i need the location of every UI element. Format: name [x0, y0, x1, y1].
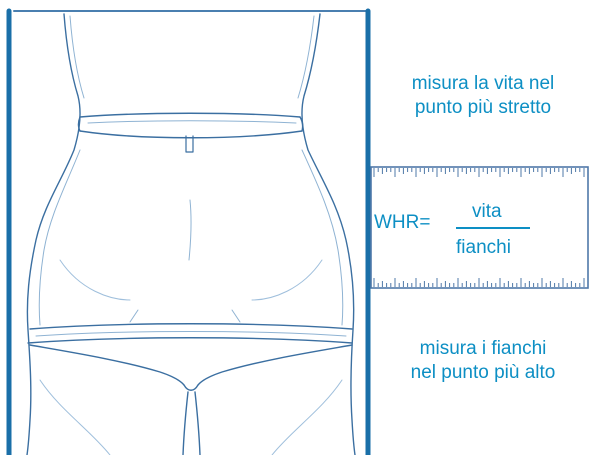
abdomen-right-shading [252, 260, 322, 300]
formula-denominator: fianchi [456, 237, 511, 259]
abdomen-left-shading [60, 260, 130, 300]
leg-shading-right [272, 380, 342, 455]
crotch-curve [184, 385, 198, 390]
torso-left-outline [27, 14, 80, 455]
inner-leg-right [195, 392, 200, 455]
hips-caption: misura i fianchi nel punto più alto [372, 337, 594, 385]
hips-caption-line-2: nel punto più alto [372, 361, 594, 385]
waist-caption-line-2: punto più stretto [372, 96, 594, 120]
fraction-bar [456, 227, 530, 229]
navel-line [189, 200, 191, 260]
torso-right-inner [298, 16, 343, 325]
hip-fold-left [130, 310, 240, 322]
waist-band-bottom [80, 131, 302, 138]
formula-numerator: vita [472, 201, 502, 223]
underwear-left-leg [30, 345, 184, 385]
leg-shading-left [40, 380, 110, 455]
waist-caption: misura la vita nel punto più stretto [372, 72, 594, 120]
torso-left-inner [39, 16, 84, 325]
hips-caption-line-1: misura i fianchi [372, 337, 594, 361]
torso-right-outline [302, 14, 355, 455]
hip-band-bottom [28, 338, 352, 343]
waist-caption-line-1: misura la vita nel [372, 72, 594, 96]
body-figure-sketch [0, 0, 380, 455]
waist-band-inner [88, 121, 296, 123]
hip-band-inner [36, 332, 346, 337]
underwear-right-leg [198, 345, 352, 385]
waist-band-top [80, 113, 300, 117]
hip-band-top [30, 324, 352, 329]
inner-leg-left [183, 392, 188, 455]
tape-measure: WHR= vita fianchi [370, 166, 590, 289]
formula-label: WHR= [374, 212, 430, 234]
